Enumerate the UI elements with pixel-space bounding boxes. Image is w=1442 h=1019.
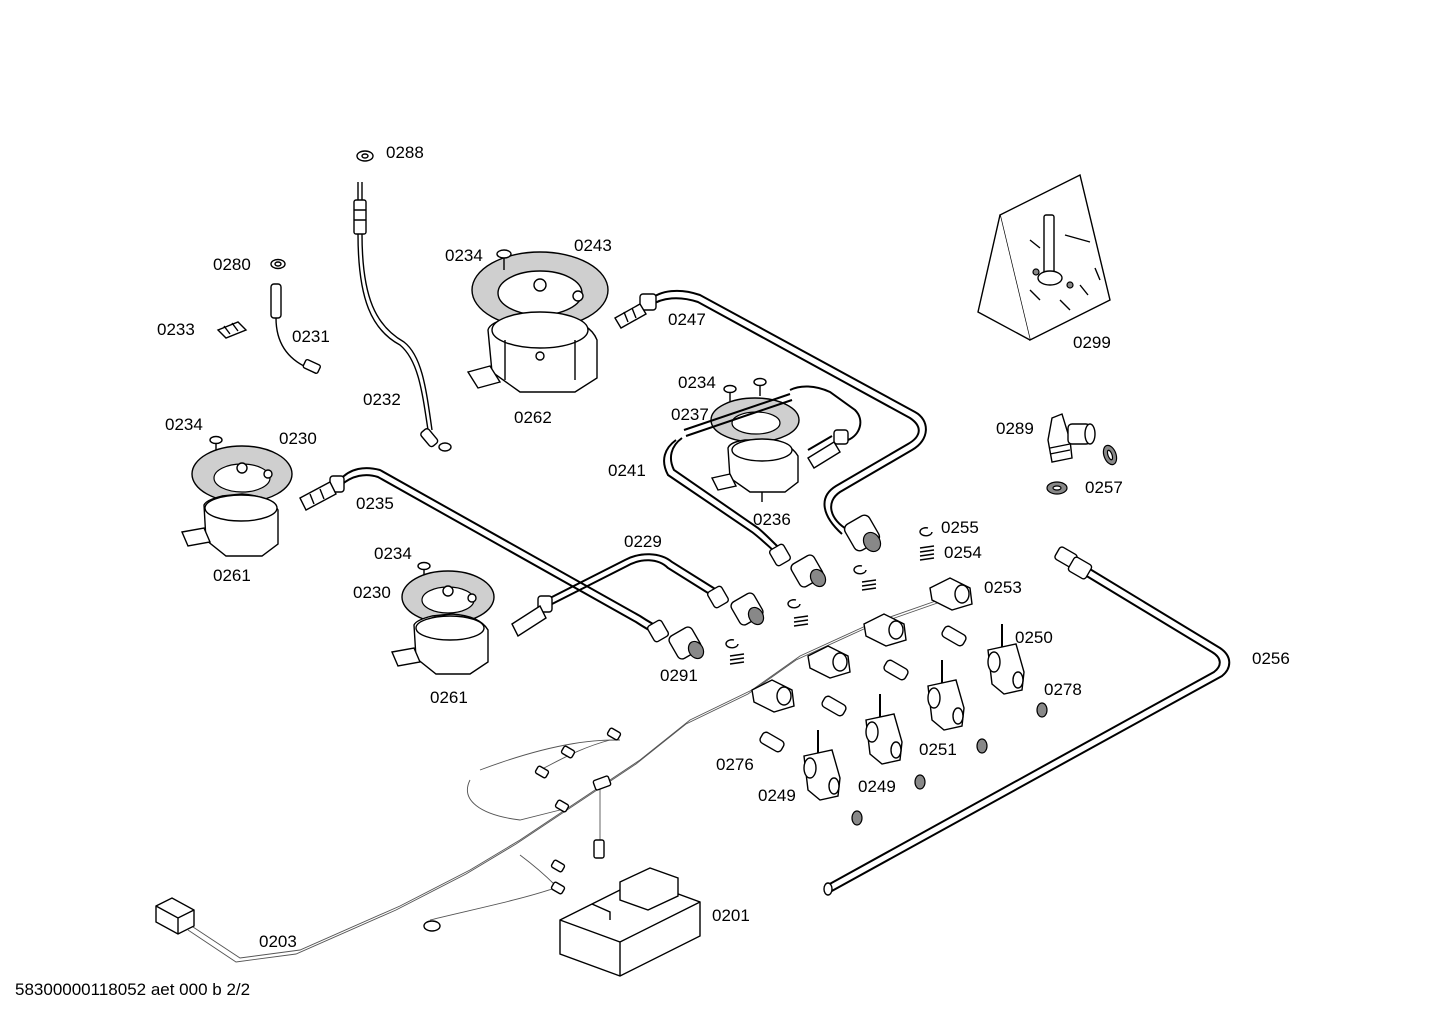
- gasket-0230-left: [191, 445, 293, 503]
- callout-0243: 0243: [574, 236, 612, 255]
- screw-0234-top: [496, 249, 512, 270]
- callout-0201: 0201: [712, 906, 750, 925]
- callout-0234-d: 0234: [374, 544, 412, 563]
- gas-valve-0249-right: [865, 694, 903, 765]
- gas-pipe-0247: [614, 289, 927, 553]
- callout-0247: 0247: [668, 310, 706, 329]
- switch-0253-c: [807, 645, 851, 679]
- burner-body-0262: [466, 311, 598, 393]
- thermocouple-0232: [353, 182, 452, 452]
- callout-0262: 0262: [514, 408, 552, 427]
- callout-0234-c: 0234: [165, 415, 203, 434]
- callout-0291: 0291: [660, 666, 698, 685]
- callout-0299: 0299: [1073, 333, 1111, 352]
- switch-0253-a: [929, 577, 973, 611]
- callout-0230-a: 0230: [279, 429, 317, 448]
- callout-0253: 0253: [984, 578, 1022, 597]
- callout-0236: 0236: [753, 510, 791, 529]
- callout-0249-a: 0249: [758, 786, 796, 805]
- callout-0230-b: 0230: [353, 583, 391, 602]
- switch-0253-b: [863, 613, 907, 647]
- callout-0261-b: 0261: [430, 688, 468, 707]
- callout-0234-b: 0234: [678, 373, 716, 392]
- callout-0254: 0254: [944, 543, 982, 562]
- callout-0241: 0241: [608, 461, 646, 480]
- nuts-0278: [851, 702, 1048, 826]
- elbow-fitting-0289: [1047, 413, 1096, 463]
- gasket-0237: [710, 397, 800, 443]
- burner-body-0261-left: [181, 493, 279, 557]
- ignition-module-0201: [559, 867, 701, 977]
- gas-valve-0250: [987, 624, 1025, 695]
- callout-0256: 0256: [1252, 649, 1290, 668]
- callout-0231: 0231: [292, 327, 330, 346]
- clip-0233: [216, 321, 248, 339]
- main-gas-pipe-0256: [823, 546, 1231, 896]
- gas-valve-0251: [927, 660, 965, 731]
- terminals: [423, 727, 622, 932]
- callout-0234-a: 0234: [445, 246, 483, 265]
- callout-0203: 0203: [259, 932, 297, 951]
- washer-0288: [356, 150, 374, 162]
- magnet-units-0276: [759, 625, 967, 753]
- callout-0233: 0233: [157, 320, 195, 339]
- callout-0280: 0280: [213, 255, 251, 274]
- washers-0257: [1046, 444, 1118, 495]
- burner-body-0236: [710, 438, 799, 502]
- ignition-electrode-0231: [270, 283, 321, 374]
- callout-0289: 0289: [996, 419, 1034, 438]
- burner-body-0261-middle: [391, 613, 489, 675]
- gasket-0230-middle: [401, 570, 495, 624]
- callout-0232: 0232: [363, 390, 401, 409]
- callout-0229: 0229: [624, 532, 662, 551]
- drawing-reference-footer: 58300000118052 aet 000 b 2/2: [15, 980, 251, 999]
- parts-bag-0299: [977, 173, 1111, 342]
- callout-0235: 0235: [356, 494, 394, 513]
- gas-pipe-0229: [511, 553, 765, 638]
- gas-valve-0249-left: [803, 730, 841, 801]
- callout-0257: 0257: [1085, 478, 1123, 497]
- gas-pipe-0241: [663, 385, 862, 588]
- connector-0203: [155, 897, 195, 935]
- callout-0261-a: 0261: [213, 566, 251, 585]
- callout-0278: 0278: [1044, 680, 1082, 699]
- switch-0253-d: [751, 679, 795, 713]
- gas-pipe-0235: [299, 467, 705, 660]
- burner-ring-0243: [471, 251, 609, 329]
- callout-0255: 0255: [941, 518, 979, 537]
- callout-0237: 0237: [671, 405, 709, 424]
- callout-0250: 0250: [1015, 628, 1053, 647]
- washer-0280: [270, 258, 286, 270]
- ignition-harness: [187, 595, 951, 963]
- callout-0276: 0276: [716, 755, 754, 774]
- clips-springs-0254-0255: [725, 527, 935, 665]
- callout-0288: 0288: [386, 143, 424, 162]
- callout-0251: 0251: [919, 740, 957, 759]
- callout-0249-b: 0249: [858, 777, 896, 796]
- screws-0234-mid: [723, 377, 767, 402]
